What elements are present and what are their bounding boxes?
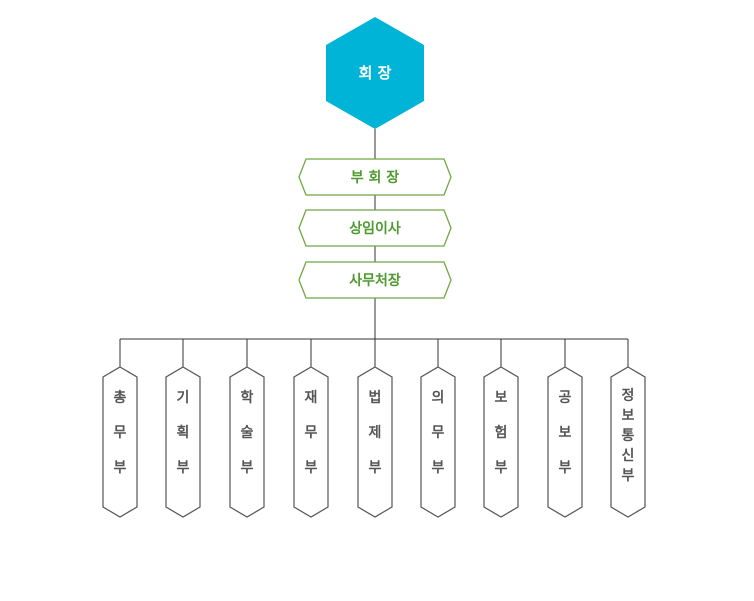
department-node[interactable]: 공보부 [547,366,583,518]
department-label-char: 술 [241,425,254,441]
department-label-char: 공 [559,390,572,406]
department-label-char: 무 [432,425,445,441]
department-label-char: 신 [622,448,635,464]
department-node[interactable]: 총무부 [102,366,138,518]
tier-hexagon [298,261,452,299]
department-label-char: 부 [432,460,445,476]
department-hexagon [102,366,138,518]
department-label-char: 부 [305,460,318,476]
department-label-char: 보 [495,390,508,406]
department-label-char: 보 [559,425,572,441]
tier-hexagon [298,209,452,247]
department-label-char: 부 [241,460,254,476]
department-label-char: 기 [177,390,190,406]
tier-label: 부 회 장 [351,169,400,186]
department-label-char: 부 [559,460,572,476]
department-node[interactable]: 의무부 [420,366,456,518]
department-hexagon [357,366,393,518]
department-hexagon [610,366,646,518]
department-label-char: 의 [432,389,445,406]
department-label-char: 법 [369,390,382,406]
department-label-char: 총 [114,390,127,406]
department-label-char: 부 [495,460,508,476]
department-node[interactable]: 보험부 [483,366,519,518]
tier-node-vice-president[interactable]: 부 회 장 [298,158,452,196]
department-hexagon [547,366,583,518]
department-node[interactable]: 법제부 [357,366,393,518]
department-label-char: 정 [622,387,635,404]
department-label-char: 재 [305,390,318,406]
department-label-char: 무 [305,425,318,441]
department-hexagon [420,366,456,518]
department-label-char: 제 [369,425,382,441]
tier-label: 상임이사 [349,220,401,237]
department-label-char: 학 [241,390,254,406]
department-label-char: 부 [177,460,190,476]
department-label-char: 부 [369,460,382,476]
tier-node-standing-director[interactable]: 상임이사 [298,209,452,247]
department-label-char: 보 [622,408,635,424]
president-label: 회 장 [359,64,392,82]
department-hexagon [483,366,519,518]
department-hexagon [293,366,329,518]
president-node[interactable]: 회 장 [326,17,424,129]
department-label-char: 험 [495,424,508,441]
department-node[interactable]: 재무부 [293,366,329,518]
department-label-char: 부 [114,460,127,476]
tier-node-secretary-general[interactable]: 사무처장 [298,261,452,299]
department-node[interactable]: 학술부 [229,366,265,518]
department-node[interactable]: 기획부 [165,366,201,518]
department-label-char: 획 [177,424,190,441]
department-hexagon [165,366,201,518]
tier-hexagon [298,158,452,196]
department-label-char: 부 [622,468,635,484]
tier-label: 사무처장 [349,272,401,289]
department-label-char: 무 [114,425,127,441]
department-hexagon [229,366,265,518]
connector-lines [119,129,629,367]
president-hexagon [326,17,424,129]
department-label-char: 통 [622,428,635,444]
